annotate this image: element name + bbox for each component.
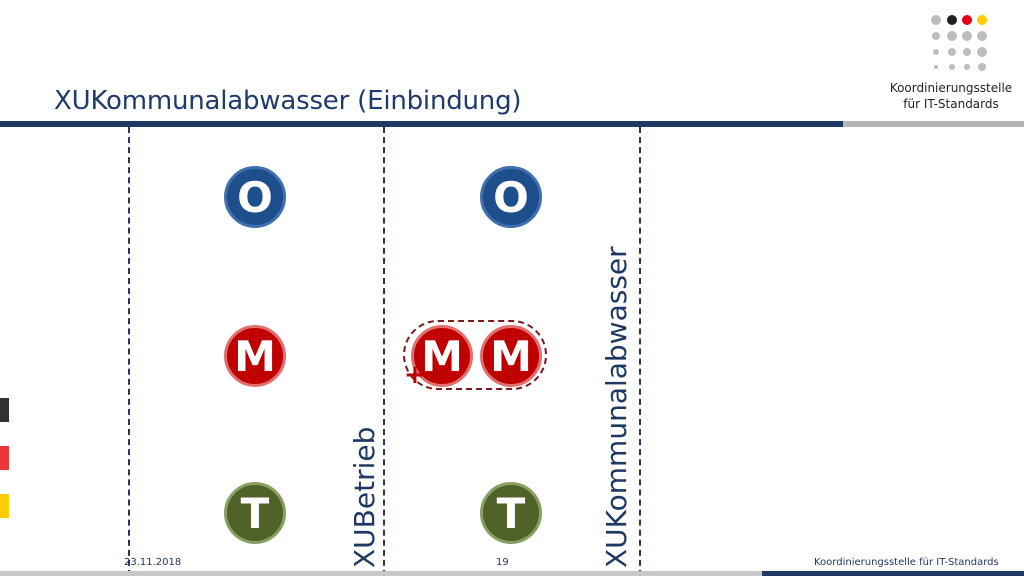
xubetrieb-label: XUBetrieb	[348, 426, 381, 568]
xukommunal-o-circle: O	[480, 166, 542, 228]
footer-rule-dark	[762, 571, 1024, 576]
m-group-outline	[403, 320, 547, 390]
title-rule-light	[843, 121, 1024, 127]
logo-line-2: für IT-Standards	[903, 97, 999, 111]
xukommunal-m-circle-2: M	[480, 325, 542, 387]
xubetrieb-m-circle: M	[224, 325, 286, 387]
dashed-line-2	[383, 127, 385, 576]
dashed-line-1	[128, 127, 130, 576]
slide-title: XUKommunalabwasser (Einbindung)	[54, 86, 522, 116]
xukommunal-m-circle-1: M	[411, 325, 473, 387]
flag-bar-black	[0, 398, 9, 422]
dashed-line-3	[639, 127, 641, 576]
logo-line-1: Koordinierungsstelle	[889, 81, 1013, 95]
footer-page-number: 19	[496, 557, 509, 568]
footer-date: 23.11.2018	[124, 557, 182, 568]
flag-bar-red	[0, 446, 9, 470]
plus-icon: +	[404, 360, 426, 390]
xukommunal-label: XUKommunalabwasser	[600, 246, 633, 568]
xukommunal-t-circle: T	[480, 482, 542, 544]
kosit-logo-text: Koordinierungsstelle für IT-Standards	[884, 80, 1018, 112]
title-rule-dark	[0, 121, 843, 127]
xubetrieb-t-circle: T	[224, 482, 286, 544]
footer-rule-light	[0, 571, 762, 576]
xubetrieb-o-circle: O	[224, 166, 286, 228]
footer-organization: Koordinierungsstelle für IT-Standards	[814, 557, 999, 568]
kosit-logo-dots	[931, 15, 987, 71]
flag-bar-gold	[0, 494, 9, 518]
